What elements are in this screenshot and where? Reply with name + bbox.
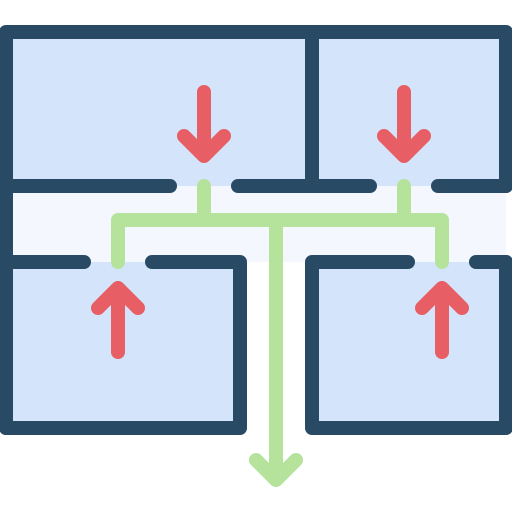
room-top-left [6,32,312,186]
arrow-up-icon [91,281,145,359]
inflow-arrows [91,85,469,359]
exit-arrow-head [249,453,303,487]
walls [0,25,512,435]
outer-wall-right-lower [305,255,512,435]
room-bottom-right [312,262,506,428]
outer-wall-top [0,25,512,435]
exit-route [111,179,449,487]
arrow-down-icon [177,85,231,163]
inner-wall-bottom-left [0,255,247,435]
arrow-down-icon [377,85,431,163]
arrow-up-icon [415,281,469,359]
